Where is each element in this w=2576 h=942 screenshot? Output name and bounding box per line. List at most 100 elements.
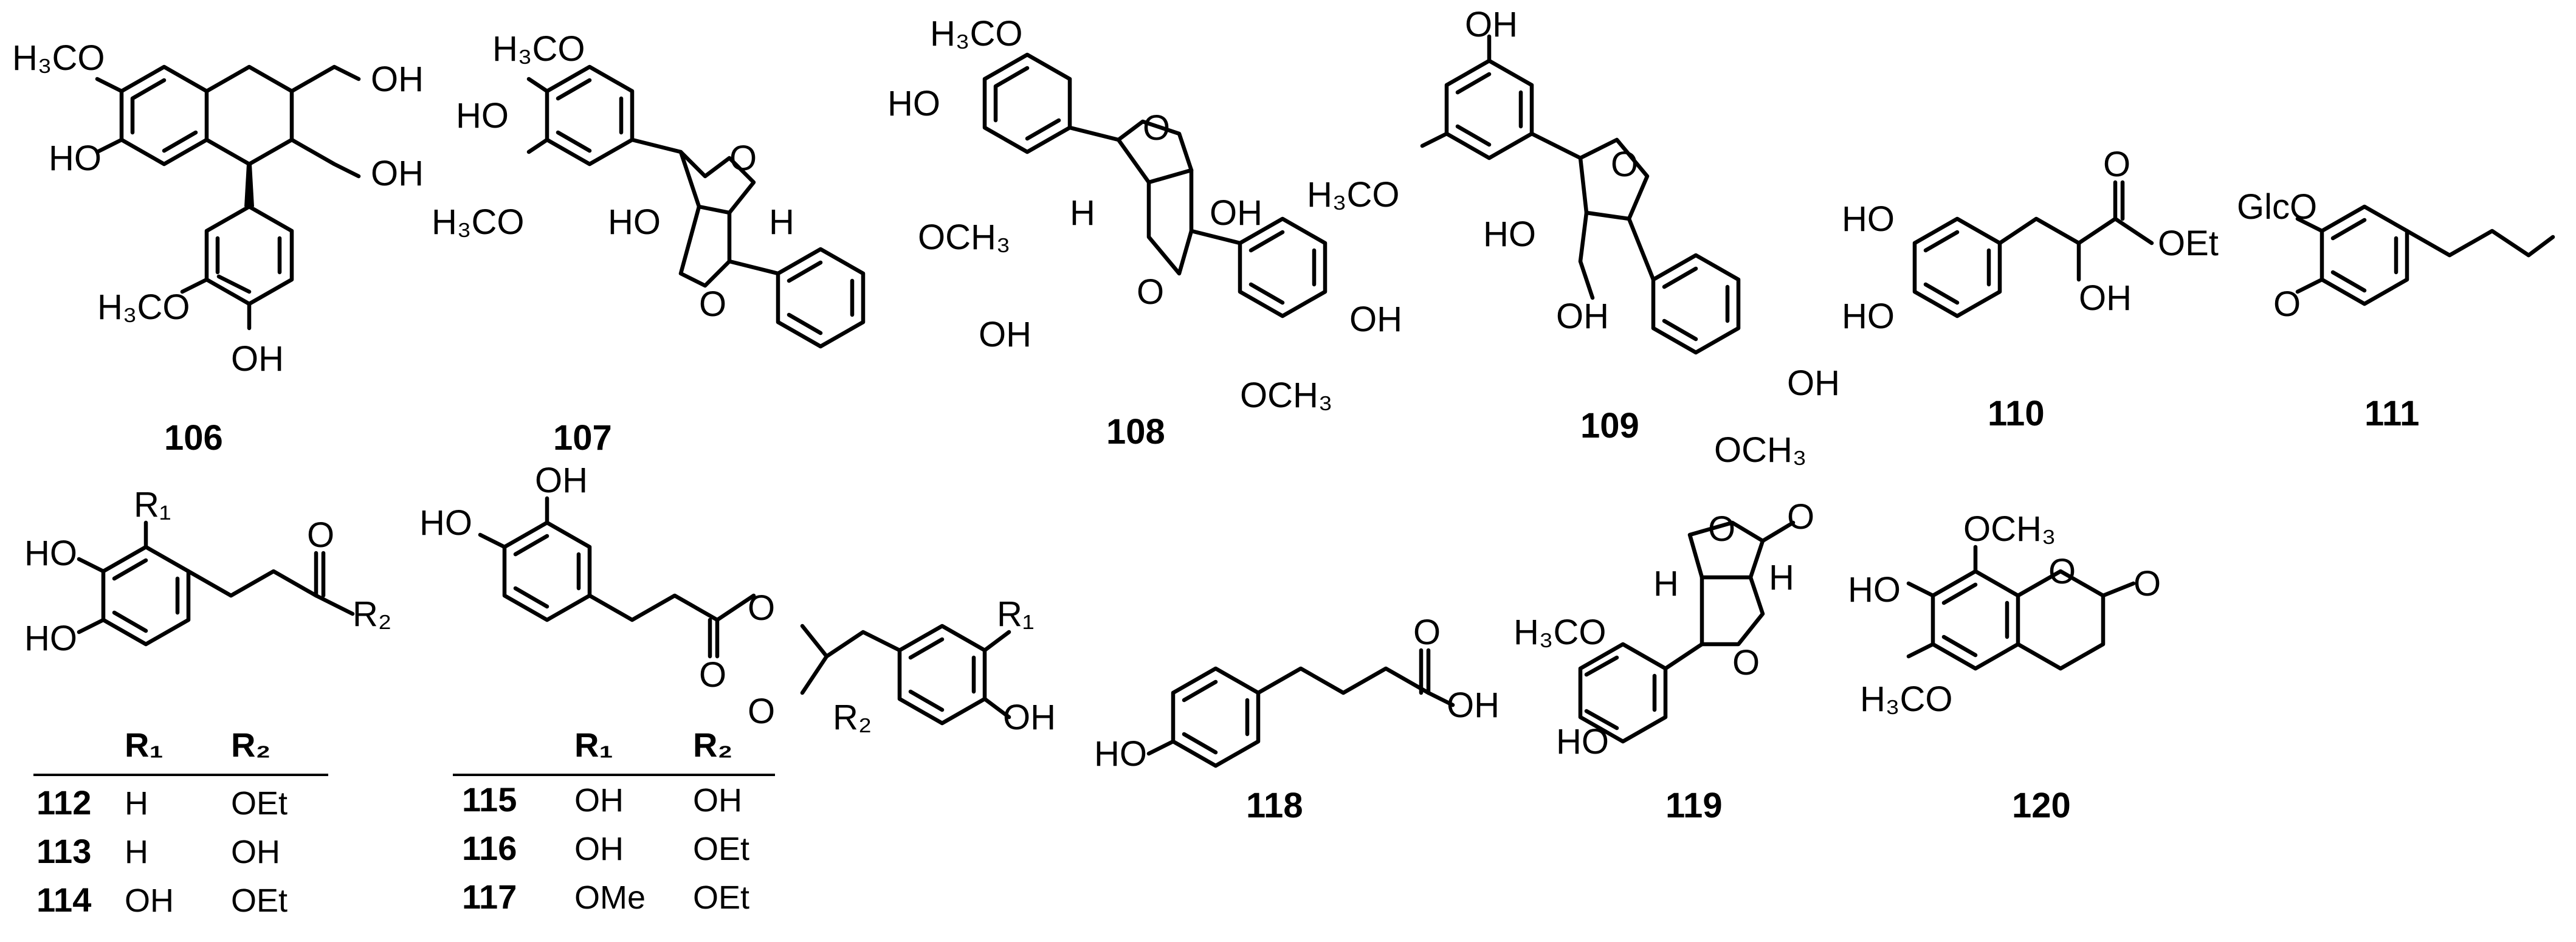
compound-label-111: 111 bbox=[2364, 394, 2419, 433]
label-107-8: OH bbox=[979, 315, 1031, 354]
label-109-5: OH bbox=[1787, 363, 1840, 403]
label-108-0: H₃CO bbox=[930, 14, 1023, 53]
label-106-1: HO bbox=[49, 139, 102, 178]
label-108-6: OH bbox=[1349, 300, 1402, 339]
label-112-4: HO bbox=[24, 619, 77, 658]
label-109-4: OH bbox=[1556, 297, 1609, 336]
compound-109: OH H₃CO O HO OH OH OCH₃ 109 bbox=[1307, 5, 1840, 470]
compound-111: GlcO O 111 bbox=[2237, 187, 2555, 433]
table2-row-r1: OMe bbox=[574, 879, 646, 916]
compound-label-108: 108 bbox=[1106, 412, 1165, 452]
label-107-3: HO bbox=[608, 202, 661, 242]
table2-row-id: 116 bbox=[462, 829, 517, 867]
label-106-0: H₃CO bbox=[12, 38, 105, 78]
label-107-0: H₃CO bbox=[492, 29, 585, 69]
table1-row-id: 114 bbox=[36, 881, 91, 919]
label-109-1: H₃CO bbox=[1307, 175, 1400, 215]
label-115-3: O bbox=[748, 588, 775, 628]
label-115-5: O bbox=[748, 692, 775, 731]
table1-header-r2: R₂ bbox=[231, 726, 270, 764]
label-107-4: H bbox=[769, 202, 794, 242]
label-115-7: OH bbox=[1003, 698, 1056, 737]
table2-row-r2: OEt bbox=[693, 879, 749, 916]
table2-header-r1: R₁ bbox=[574, 726, 613, 764]
label-109-6: OCH₃ bbox=[1714, 430, 1807, 470]
table1-row-r1: OH bbox=[125, 882, 174, 919]
label-110-0: O bbox=[2103, 145, 2130, 184]
label-110-3: HO bbox=[1842, 297, 1895, 336]
compound-label-109: 109 bbox=[1580, 406, 1639, 445]
label-108-3: H bbox=[1070, 193, 1095, 233]
table2-row-r1: OH bbox=[574, 782, 624, 819]
label-119-2: H bbox=[1653, 564, 1679, 603]
label-108-4: OH bbox=[1210, 193, 1262, 233]
label-112-1: HO bbox=[24, 534, 77, 573]
label-108-7: OCH₃ bbox=[1240, 376, 1333, 415]
label-115-0: OH bbox=[535, 461, 588, 500]
compound-115-117: OH HO R₁ O O O R₂ OH bbox=[419, 461, 1056, 737]
label-119-4: H₃CO bbox=[1514, 613, 1607, 652]
label-118-1: OH bbox=[1447, 686, 1500, 725]
compound-label-106: 106 bbox=[164, 418, 223, 458]
label-115-4: O bbox=[699, 655, 726, 695]
label-106-4: H₃CO bbox=[97, 287, 190, 327]
label-106-2: OH bbox=[371, 60, 424, 99]
compound-118: O OH HO 118 bbox=[1094, 613, 1500, 825]
label-120-3: O bbox=[2133, 564, 2161, 603]
table2-row-r1: OH bbox=[574, 831, 624, 867]
label-109-2: O bbox=[1611, 145, 1638, 184]
compound-106: H₃CO HO OH OH H₃CO OH 106 bbox=[12, 38, 424, 458]
label-107-1: HO bbox=[456, 96, 509, 136]
label-112-0: R₁ bbox=[134, 485, 171, 524]
label-109-0: OH bbox=[1465, 5, 1518, 44]
label-108-5: O bbox=[1137, 272, 1164, 312]
table1-row-r1: H bbox=[125, 785, 148, 822]
label-119-0: O bbox=[1708, 509, 1735, 549]
label-118-0: O bbox=[1413, 613, 1441, 652]
label-106-3: OH bbox=[371, 154, 424, 193]
table1-row-id: 112 bbox=[36, 783, 91, 822]
table1-row-r2: OEt bbox=[231, 785, 288, 822]
label-111-0: GlcO bbox=[2237, 187, 2317, 227]
substituent-table-112-114: R₁ R₂ 112 H OEt 113 H OH 114 OH OEt bbox=[33, 726, 328, 919]
label-112-3: R₂ bbox=[353, 594, 391, 634]
label-108-2: O bbox=[1143, 108, 1170, 148]
label-110-4: OH bbox=[2079, 278, 2132, 318]
compound-112-114: R₁ HO O R₂ HO bbox=[24, 485, 391, 658]
label-107-6: O bbox=[699, 284, 726, 324]
label-111-1: O bbox=[2273, 284, 2301, 324]
label-112-2: O bbox=[307, 515, 334, 555]
label-119-1: O bbox=[1787, 497, 1814, 537]
table1-row-r2: OH bbox=[231, 834, 280, 870]
table2-row-id: 115 bbox=[462, 780, 517, 819]
label-107-7: OCH₃ bbox=[918, 218, 1011, 257]
compound-label-110: 110 bbox=[1988, 394, 2045, 433]
label-120-0: OCH₃ bbox=[1963, 509, 2056, 549]
label-115-2: R₁ bbox=[997, 594, 1034, 634]
compound-119: O O H H H₃CO O HO 119 bbox=[1514, 497, 1814, 825]
substituent-table-115-117: R₁ R₂ 115 OH OH 116 OH OEt 117 OMe OEt bbox=[453, 726, 775, 916]
label-120-4: H₃CO bbox=[1860, 679, 1953, 719]
table2-row-id: 117 bbox=[462, 878, 517, 916]
label-120-2: O bbox=[2048, 552, 2076, 591]
compound-label-107: 107 bbox=[553, 418, 612, 458]
table1-row-r2: OEt bbox=[231, 882, 288, 919]
label-110-1: HO bbox=[1842, 199, 1895, 239]
table2-row-r2: OEt bbox=[693, 831, 749, 867]
compound-label-119: 119 bbox=[1665, 786, 1723, 825]
label-110-2: OEt bbox=[2158, 224, 2219, 263]
label-119-5: O bbox=[1732, 643, 1760, 682]
table2-header-r2: R₂ bbox=[693, 726, 732, 764]
label-115-6: R₂ bbox=[833, 698, 872, 737]
label-118-2: HO bbox=[1094, 734, 1147, 774]
label-120-1: HO bbox=[1848, 570, 1901, 610]
table1-header-r1: R₁ bbox=[125, 726, 164, 764]
label-107-5: O bbox=[729, 139, 757, 178]
compound-label-120: 120 bbox=[2012, 786, 2071, 825]
label-115-1: HO bbox=[419, 503, 472, 543]
compound-108: H₃CO HO O H OH O OH OCH₃ 108 bbox=[887, 14, 1402, 452]
compound-107: H₃CO HO H₃CO HO H O O OCH₃ OH 107 bbox=[432, 29, 1031, 458]
table2-row-r2: OH bbox=[693, 782, 742, 819]
compound-label-118: 118 bbox=[1246, 786, 1303, 825]
